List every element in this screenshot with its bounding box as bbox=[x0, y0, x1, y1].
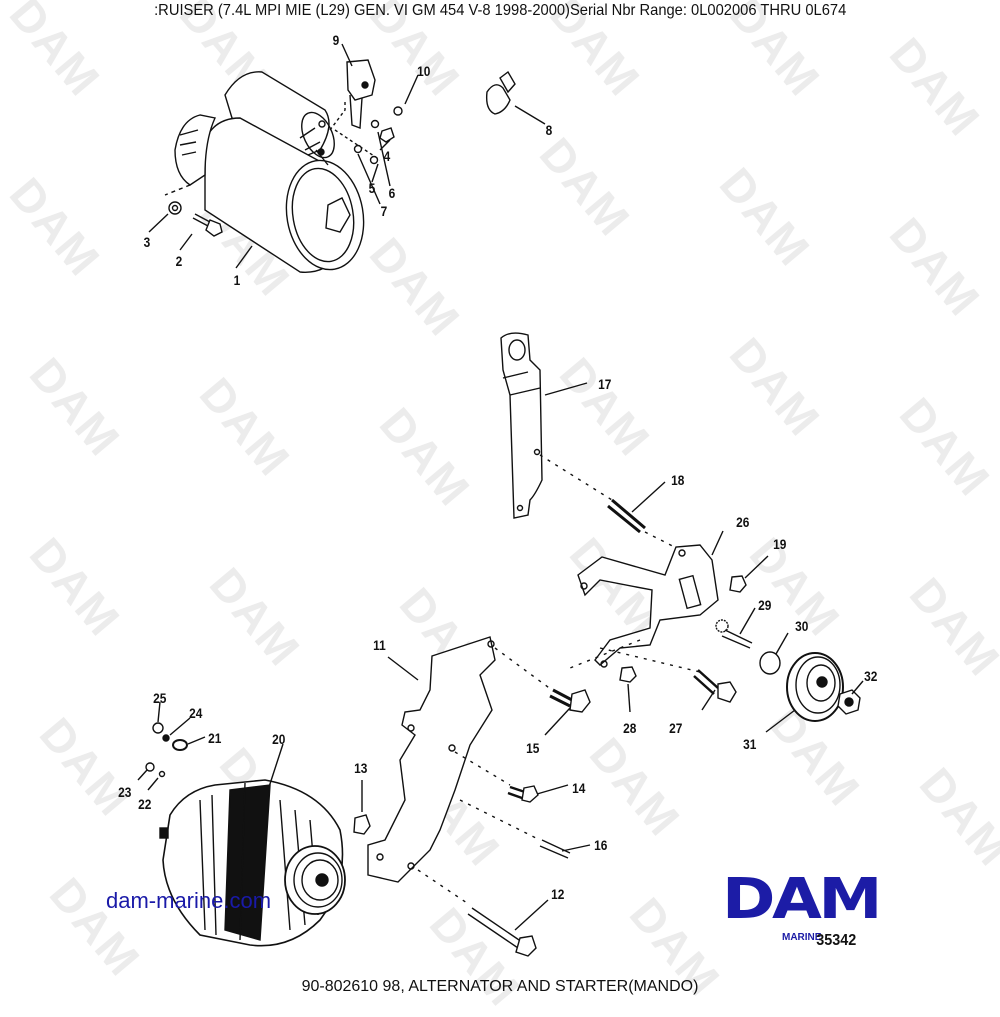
callout-12: 12 bbox=[551, 886, 565, 902]
callout-2: 2 bbox=[175, 253, 183, 269]
callout-17: 17 bbox=[598, 376, 612, 392]
callout-26: 26 bbox=[736, 514, 750, 530]
callout-15: 15 bbox=[526, 740, 540, 756]
callout-18: 18 bbox=[671, 472, 685, 488]
callout-7: 7 bbox=[380, 203, 388, 219]
callout-8: 8 bbox=[545, 122, 553, 138]
callout-30: 30 bbox=[795, 618, 809, 634]
callout-11: 11 bbox=[373, 637, 386, 653]
page-title-text: :RUISER (7.4L MPI MIE (L29) GEN. VI GM 4… bbox=[153, 2, 847, 19]
diagram-caption: 90-802610 98, ALTERNATOR AND STARTER(MAN… bbox=[301, 978, 699, 995]
callout-20: 20 bbox=[272, 731, 286, 747]
callout-24: 24 bbox=[189, 705, 203, 721]
callout-21: 21 bbox=[208, 730, 222, 746]
alternator-bracket-drawing bbox=[367, 636, 496, 883]
diagram-number: 35342 bbox=[816, 932, 857, 949]
callout-31: 31 bbox=[743, 736, 757, 752]
website-link[interactable]: dam-marine.com bbox=[106, 888, 272, 913]
alternator-drawing bbox=[159, 779, 346, 947]
callout-27: 27 bbox=[669, 720, 683, 736]
callout-1: 1 bbox=[233, 272, 241, 288]
callout-19: 19 bbox=[773, 536, 787, 552]
callout-3: 3 bbox=[143, 234, 151, 250]
callout-4: 4 bbox=[383, 148, 391, 164]
dam-logo: DAM bbox=[722, 867, 882, 932]
callout-14: 14 bbox=[572, 780, 586, 796]
callout-28: 28 bbox=[623, 720, 637, 736]
starter-motor-drawing bbox=[164, 71, 381, 273]
idler-pulley-drawing bbox=[786, 652, 844, 722]
page-title: :RUISER (7.4L MPI MIE (L29) GEN. VI GM 4… bbox=[0, 0, 1000, 22]
logo-subtext: MARINE bbox=[782, 932, 822, 943]
callout-5: 5 bbox=[368, 180, 376, 196]
callout-29: 29 bbox=[758, 597, 772, 613]
brace-drawing bbox=[500, 332, 543, 519]
callout-16: 16 bbox=[594, 837, 608, 853]
callout-6: 6 bbox=[388, 185, 396, 201]
callout-32: 32 bbox=[864, 668, 878, 684]
callout-10: 10 bbox=[417, 63, 431, 79]
callout-22: 22 bbox=[138, 796, 152, 812]
callout-25: 25 bbox=[153, 690, 167, 706]
callout-9: 9 bbox=[332, 32, 340, 48]
idler-bracket-drawing bbox=[577, 544, 719, 668]
callout-13: 13 bbox=[354, 760, 368, 776]
callout-23: 23 bbox=[118, 784, 132, 800]
